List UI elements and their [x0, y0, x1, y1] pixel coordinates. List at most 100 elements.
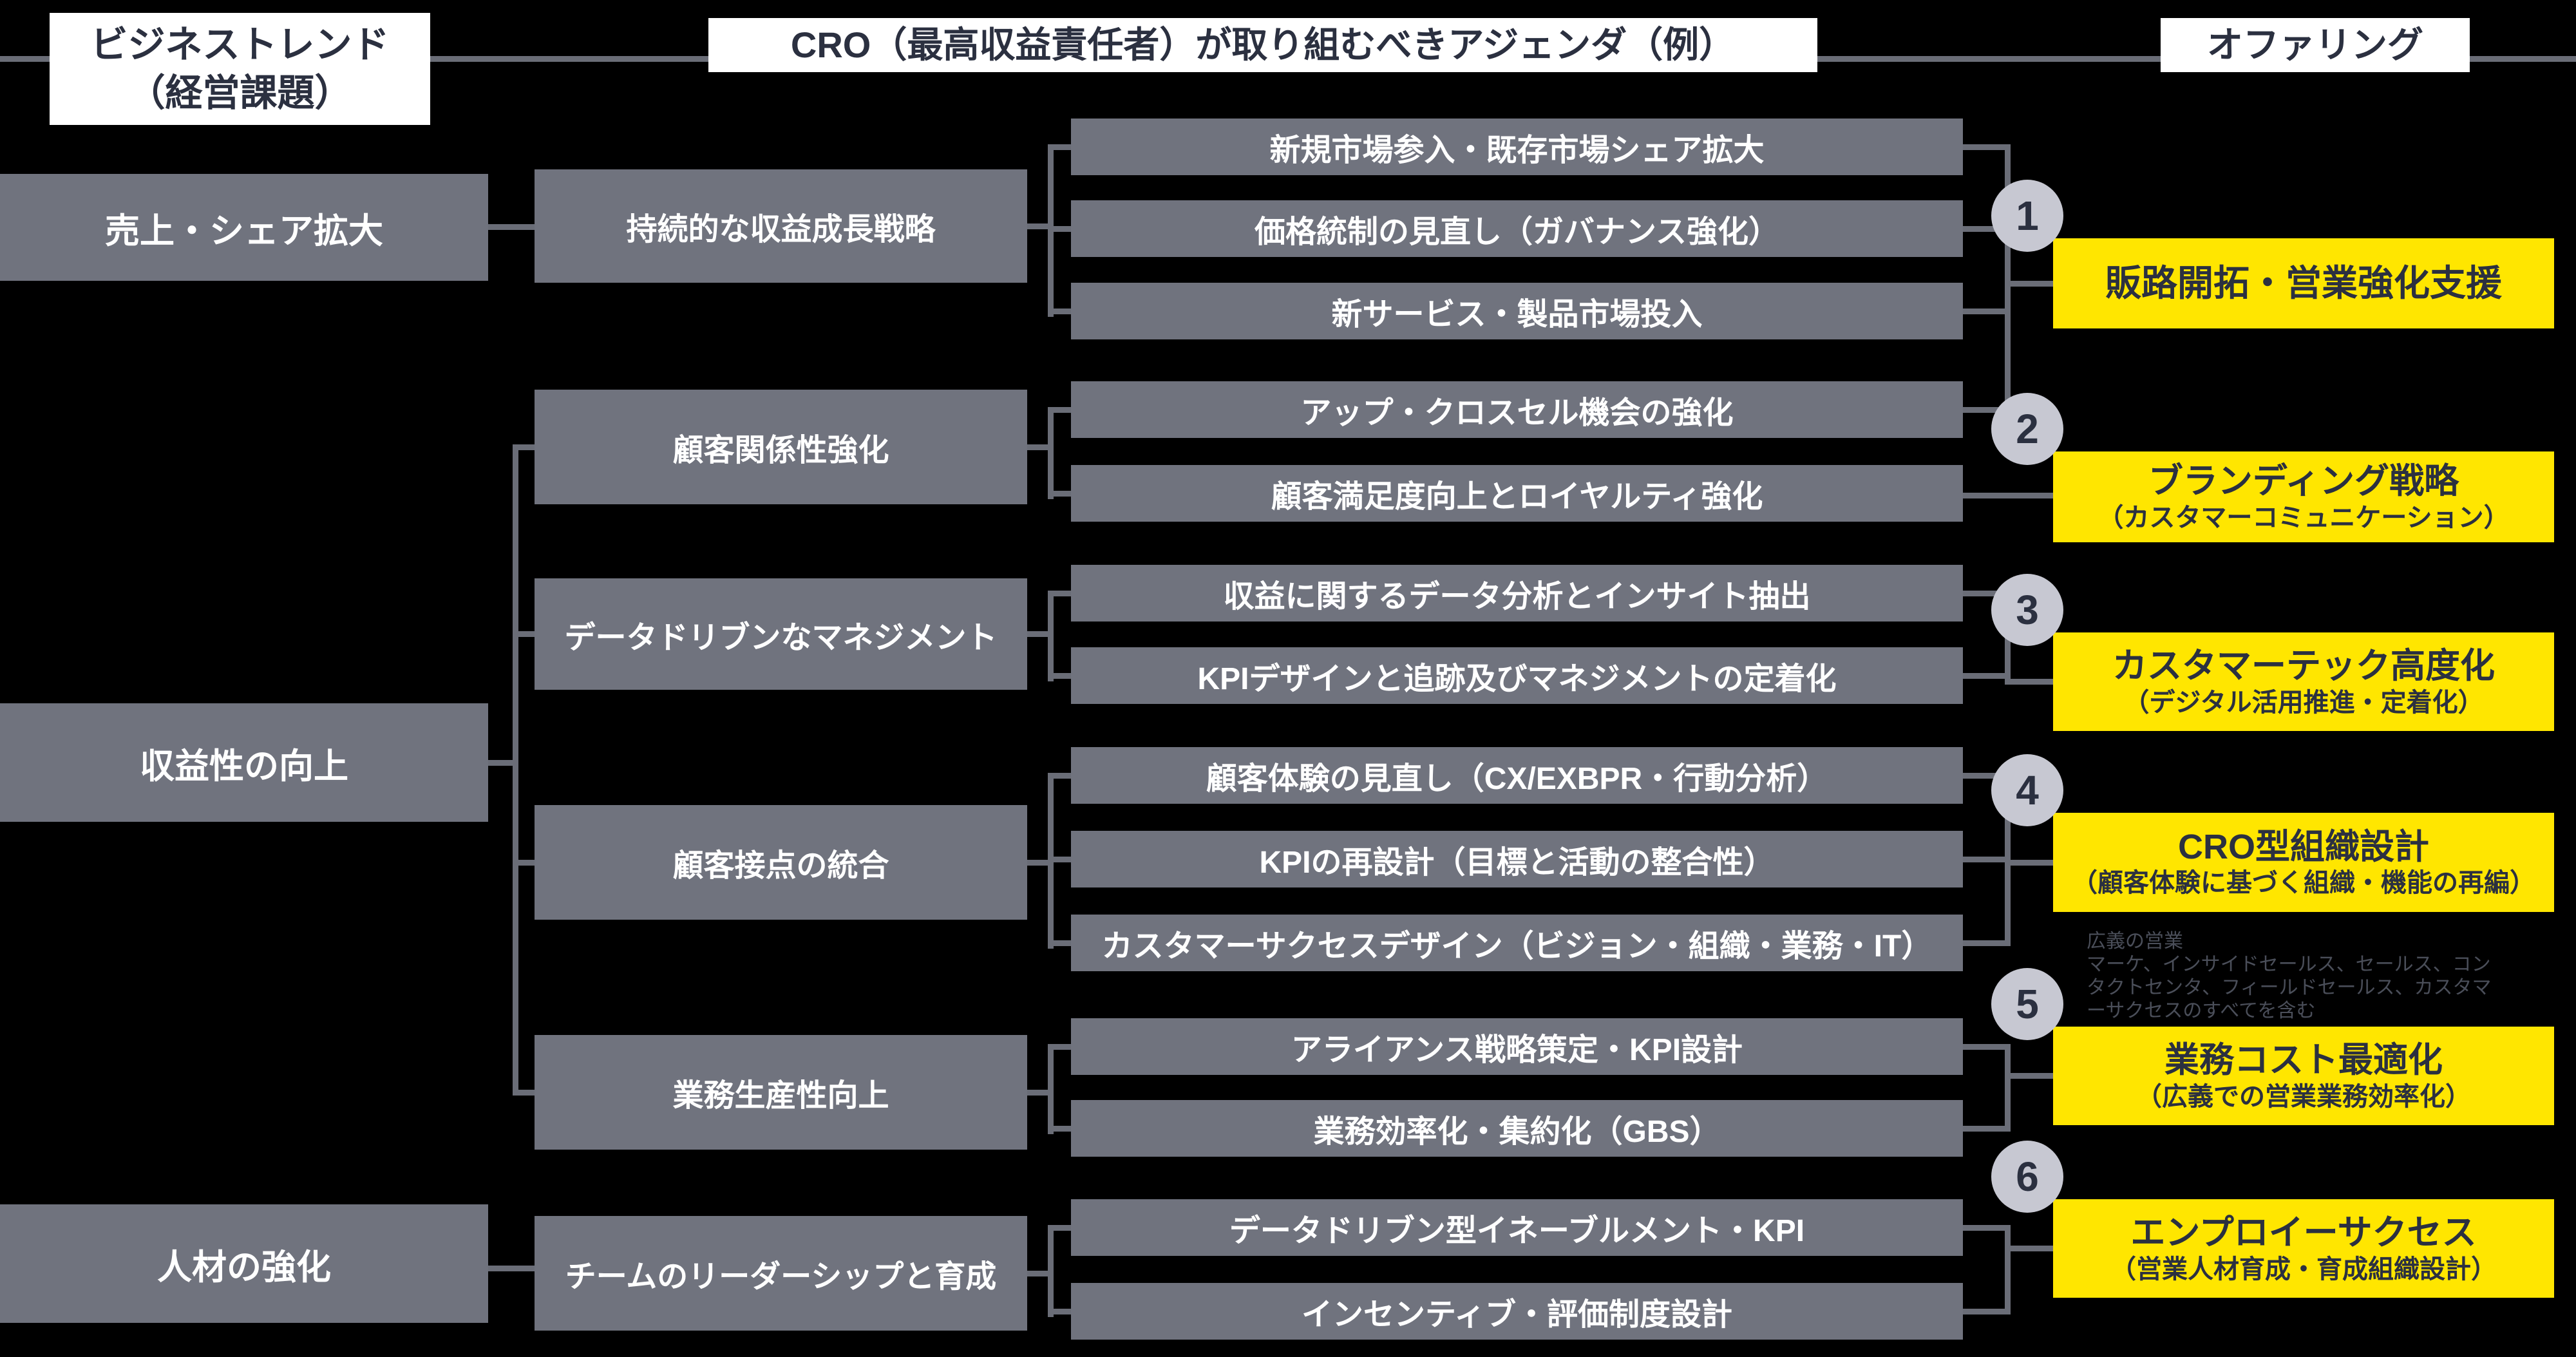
connector-line	[1027, 631, 1050, 637]
offering-title: エンプロイーサクセス	[2130, 1213, 2477, 1253]
connector-line	[1963, 940, 2011, 946]
strategy-customer-relationship: 顧客関係性強化	[535, 390, 1027, 504]
strategy-revenue-growth: 持続的な収益成長戦略	[535, 169, 1027, 283]
connector-line	[1963, 407, 2011, 413]
connector-line	[2011, 679, 2053, 685]
connector-line	[1054, 226, 1071, 232]
strategy-label: 業務生産性向上	[672, 1079, 889, 1113]
strategy-label: 持続的な収益成長戦略	[626, 213, 936, 247]
agenda-item-label: アライアンス戦略策定・KPI設計	[1291, 1033, 1743, 1067]
offering-title: ブランディング戦略	[2148, 462, 2459, 501]
connector-line	[515, 444, 535, 450]
agenda-item-label: アップ・クロスセル機会の強化	[1300, 396, 1734, 430]
agenda-item-label: インセンティブ・評価制度設計	[1301, 1298, 1733, 1332]
connector-line	[2005, 1225, 2011, 1314]
offering-box-3: カスタマーテック高度化 （デジタル活用推進・定着化）	[2053, 632, 2554, 731]
offering-number: 4	[2016, 767, 2039, 813]
connector-line	[2005, 144, 2011, 413]
connector-line	[1048, 407, 1054, 499]
offering-number-badge-1: 1	[1991, 180, 2063, 252]
agenda-item-label: データドリブン型イネーブルメント・KPI	[1229, 1214, 1805, 1248]
trend-label: 売上・シェア拡大	[105, 211, 383, 251]
strategy-data-driven-management: データドリブンなマネジメント	[535, 578, 1027, 690]
header-business-trend-line2: （経営課題）	[128, 72, 352, 114]
connector-line	[1054, 1309, 1071, 1314]
offering-number-badge-2: 2	[1991, 393, 2063, 465]
agenda-item: データドリブン型イネーブルメント・KPI	[1071, 1199, 1963, 1256]
connector-line	[488, 1266, 535, 1271]
connector-line	[1054, 407, 1071, 413]
offering-title: CRO型組織設計	[2178, 827, 2429, 866]
connector-line	[1027, 1271, 1050, 1276]
agenda-item: アップ・クロスセル機会の強化	[1071, 381, 1963, 438]
connector-line	[1054, 144, 1071, 150]
connector-line	[1048, 1044, 1054, 1134]
connector-line	[1963, 591, 2011, 596]
connector-line	[1963, 493, 2053, 498]
agenda-item-label: 価格統制の見直し（ガバナンス強化）	[1254, 215, 1780, 249]
offering-box-4: CRO型組織設計 （顧客体験に基づく組織・機能の再編）	[2053, 813, 2554, 912]
agenda-item: インセンティブ・評価制度設計	[1071, 1283, 1963, 1340]
connector-line	[488, 760, 518, 766]
strategy-team-leadership: チームのリーダーシップと育成	[535, 1216, 1027, 1331]
offering-subtitle: （顧客体験に基づく組織・機能の再編）	[2072, 869, 2535, 898]
trend-talent: 人材の強化	[0, 1204, 488, 1323]
agenda-item-label: 顧客満足度向上とロイヤルティ強化	[1271, 480, 1763, 514]
agenda-item-label: 業務効率化・集約化（GBS）	[1313, 1115, 1721, 1149]
agenda-item-label: 新規市場参入・既存市場シェア拡大	[1269, 133, 1765, 167]
connector-line	[1027, 860, 1050, 866]
connector-line	[2005, 1044, 2011, 1132]
agenda-item: 新サービス・製品市場投入	[1071, 283, 1963, 339]
connector-line	[1048, 1225, 1054, 1317]
connector-line	[515, 1090, 535, 1096]
offering-number-badge-6: 6	[1991, 1141, 2063, 1213]
header-business-trend: ビジネストレンド （経営課題）	[50, 13, 430, 125]
offering-subtitle: （営業人材育成・育成組織設計）	[2110, 1255, 2497, 1284]
trend-label: 収益性の向上	[140, 746, 348, 786]
connector-line	[1027, 1090, 1050, 1096]
connector-line	[1027, 444, 1050, 450]
header-business-trend-line1: ビジネストレンド	[90, 23, 390, 66]
offering-number-badge-4: 4	[1991, 754, 2063, 826]
strategy-label: チームのリーダーシップと育成	[565, 1260, 997, 1294]
connector-line	[1048, 144, 1054, 317]
agenda-item-label: 新サービス・製品市場投入	[1331, 298, 1703, 332]
agenda-item: 価格統制の見直し（ガバナンス強化）	[1071, 200, 1963, 257]
connector-line	[1048, 773, 1054, 949]
agenda-item-label: KPIの再設計（目標と活動の整合性）	[1259, 846, 1775, 880]
trend-label: 人材の強化	[157, 1248, 331, 1287]
strategy-label: 顧客関係性強化	[672, 433, 889, 468]
connector-line	[488, 224, 535, 230]
agenda-item-label: カスタマーサクセスデザイン（ビジョン・組織・業務・IT）	[1101, 929, 1933, 963]
trend-profitability: 収益性の向上	[0, 703, 488, 822]
connector-line	[2011, 281, 2053, 287]
connector-line	[1963, 226, 2011, 232]
connector-line	[1963, 773, 2011, 779]
connector-line	[515, 860, 535, 866]
connector-line	[1963, 1225, 2011, 1231]
connector-line	[2011, 860, 2053, 866]
connector-line	[1054, 1044, 1071, 1050]
offering-box-5: 業務コスト最適化 （広義での営業業務効率化）	[2053, 1027, 2554, 1125]
agenda-item: 収益に関するデータ分析とインサイト抽出	[1071, 565, 1963, 622]
connector-line	[513, 444, 518, 1096]
offering-subtitle: （広義での営業業務効率化）	[2136, 1082, 2471, 1111]
agenda-item: カスタマーサクセスデザイン（ビジョン・組織・業務・IT）	[1071, 915, 1963, 971]
header-agenda: CRO（最高収益責任者）が取り組むべきアジェンダ（例）	[708, 18, 1817, 72]
connector-line	[1963, 308, 2011, 314]
offering-footnote: 広義の営業 マーケ、インサイドセールス、セールス、コンタクトセンタ、フィールドセ…	[2087, 930, 2499, 1023]
connector-line	[1963, 673, 2011, 679]
header-offering-label: オファリング	[2207, 24, 2423, 65]
connector-line	[1054, 591, 1071, 596]
agenda-item: 顧客満足度向上とロイヤルティ強化	[1071, 465, 1963, 522]
trend-sales-share-expansion: 売上・シェア拡大	[0, 174, 488, 281]
agenda-item: アライアンス戦略策定・KPI設計	[1071, 1018, 1963, 1075]
connector-line	[1963, 1126, 2011, 1132]
offering-box-2: ブランディング戦略 （カスタマーコミュニケーション）	[2053, 451, 2554, 542]
connector-line	[1963, 1044, 2011, 1050]
connector-line	[1963, 857, 2011, 862]
connector-line	[1054, 673, 1071, 679]
connector-line	[1048, 591, 1054, 681]
offering-box-1: 販路開拓・営業強化支援	[2053, 238, 2554, 328]
offering-title: 販路開拓・営業強化支援	[2105, 263, 2502, 304]
